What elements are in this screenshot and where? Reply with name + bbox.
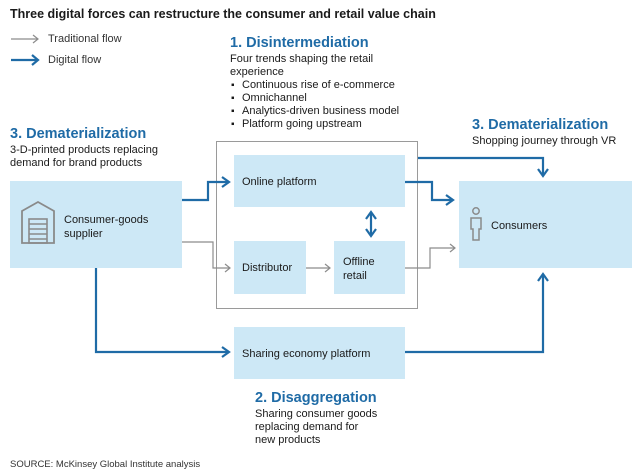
disaggregation-line3: new products: [255, 434, 321, 446]
dematerialization-right-heading: 3. Dematerialization: [472, 117, 609, 133]
digital-arrow-sharing-consumers: [405, 272, 549, 354]
dematerialization-right-text: Shopping journey through VR: [472, 135, 617, 147]
legend-traditional-label: Traditional flow: [48, 33, 122, 45]
distributor-box: [234, 241, 306, 294]
consumers-label: Consumers: [491, 220, 548, 232]
offline-retail-label-line2: retail: [343, 270, 367, 282]
supplier-label-line1: Consumer-goods: [64, 214, 149, 226]
legend-arrows: [11, 34, 40, 66]
digital-flow-arrow: [11, 54, 40, 66]
sharing-economy-label: Sharing economy platform: [242, 348, 371, 360]
retail-frame: [216, 141, 418, 309]
disaggregation-line2: replacing demand for: [255, 421, 359, 433]
disintermediation-intro: Four trends shaping the retail experienc…: [230, 53, 374, 78]
source-note: SOURCE: McKinsey Global Institute analys…: [10, 459, 201, 470]
dematerialization-left-line2: demand for brand products: [10, 157, 143, 169]
distributor-label: Distributor: [242, 262, 293, 274]
bullet-item: Platform going upstream: [230, 118, 399, 131]
traditional-flow-arrow: [11, 34, 39, 44]
person-icon: [470, 207, 482, 241]
online-platform-box: [234, 155, 405, 207]
disintermediation-heading: 1. Disintermediation: [230, 35, 369, 51]
traditional-arrow-supplier-distributor: [182, 241, 231, 273]
supplier-label-line2: supplier: [64, 228, 103, 240]
legend-digital-label: Digital flow: [48, 54, 102, 66]
disaggregation-line1: Sharing consumer goods: [255, 408, 378, 420]
warehouse-icon: [21, 200, 55, 244]
disaggregation-heading: 2. Disaggregation: [255, 390, 377, 406]
dematerialization-left-heading: 3. Dematerialization: [10, 126, 147, 142]
offline-retail-box: [334, 241, 405, 294]
digital-arrow-supplier-online: [182, 176, 231, 202]
diagram-title: Three digital forces can restructure the…: [10, 7, 436, 21]
sharing-economy-box: [234, 327, 405, 379]
dematerialization-left-line1: 3-D-printed products replacing: [10, 144, 158, 156]
digital-arrow-online-consumers: [405, 180, 455, 206]
offline-retail-label-line1: Offline: [343, 256, 375, 268]
bullet-item: Analytics-driven business model: [230, 105, 399, 118]
online-platform-label: Online platform: [242, 176, 317, 188]
disintermediation-bullets: Continuous rise of e-commerce Omnichanne…: [230, 79, 399, 131]
bullet-item: Continuous rise of e-commerce: [230, 79, 399, 92]
traditional-arrow-offline-consumers: [405, 243, 456, 269]
bullet-item: Omnichannel: [230, 92, 399, 105]
digital-arrow-online-offline-bidirectional: [365, 210, 377, 238]
consumers-box: [459, 181, 632, 268]
digital-arrow-supplier-sharing: [94, 268, 231, 358]
traditional-arrow-distributor-offline: [306, 263, 331, 273]
digital-arrow-frame-to-consumers: [418, 156, 549, 178]
